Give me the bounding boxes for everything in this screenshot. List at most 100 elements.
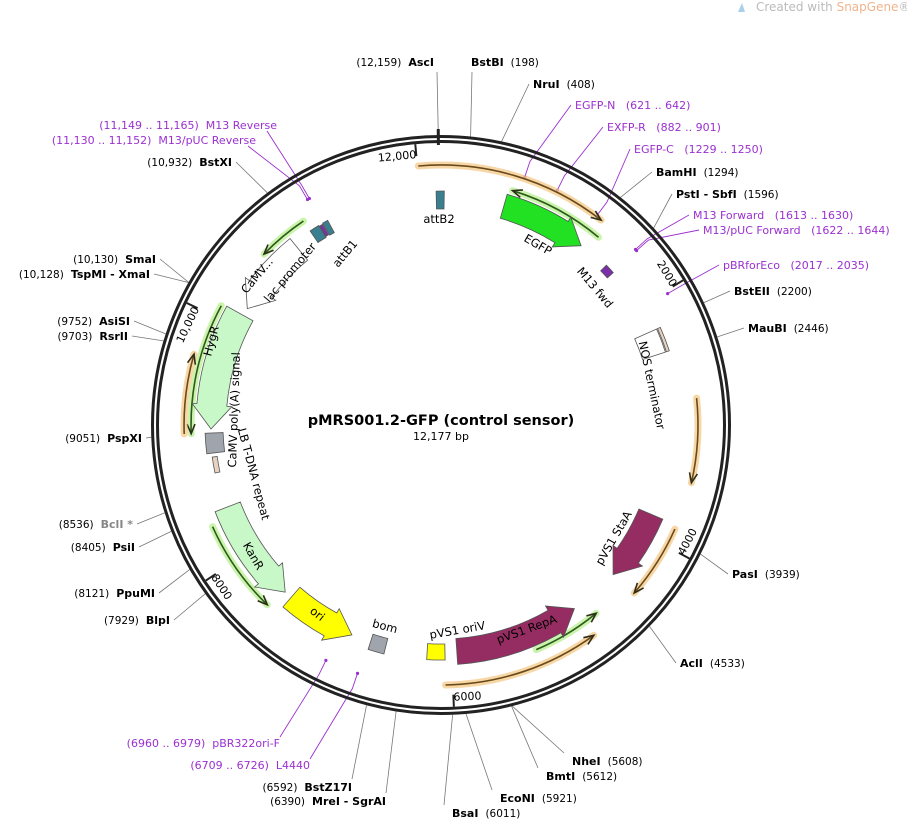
feature-attB1-inner[interactable] — [319, 223, 330, 237]
arrowhead-icon — [262, 244, 274, 256]
enzyme-site-label[interactable]: (9703) RsrII — [57, 330, 128, 343]
tick-mark — [205, 573, 217, 582]
tick-label: 12,000 — [377, 148, 417, 164]
feature-attB2[interactable] — [435, 190, 445, 210]
arrowhead-icon — [590, 210, 603, 222]
orf-arrow[interactable] — [418, 164, 602, 221]
primer-label[interactable]: (11,149 .. 11,165) M13 Reverse — [99, 119, 277, 132]
primer-label[interactable]: EGFP-N (621 .. 642) — [575, 99, 690, 112]
enzyme-site-label[interactable]: (10,128) TspMI - XmaI — [19, 268, 150, 281]
enzyme-leader-line — [145, 436, 152, 439]
enzyme-leader-line — [465, 713, 493, 791]
enzyme-site-label[interactable]: BsaI (6011) — [452, 807, 520, 820]
enzyme-site-label[interactable]: BamHI (1294) — [656, 166, 739, 179]
tick-label: 10,000 — [174, 305, 202, 345]
enzyme-site-label[interactable]: PasI (3939) — [732, 568, 800, 581]
feature-KanR[interactable] — [214, 501, 286, 593]
primer-label[interactable]: EXFP-R (882 .. 901) — [607, 121, 721, 134]
feature-CaMV-promoter[interactable] — [244, 237, 309, 310]
enzyme-site-label[interactable]: AclI (4533) — [680, 657, 745, 670]
orf-arrow[interactable] — [183, 353, 195, 435]
primer-leader-line — [597, 148, 631, 216]
feature-NOS-terminator[interactable] — [634, 328, 666, 361]
tick-mark — [414, 144, 418, 157]
feature-attB1-b[interactable] — [322, 219, 335, 236]
feature-M13-fwd[interactable] — [600, 264, 614, 279]
enzyme-leader-line — [511, 706, 539, 769]
feature-label[interactable]: NOS terminator — [636, 340, 668, 431]
enzyme-leader-line — [235, 161, 268, 194]
enzyme-site-label[interactable]: (10,932) BstXI — [147, 156, 232, 169]
enzyme-site-label[interactable]: MauBI (2446) — [748, 322, 829, 335]
enzyme-site-label[interactable]: (7929) BlpI — [104, 614, 170, 627]
enzyme-site-label[interactable]: (10,130) SmaI — [73, 253, 156, 266]
primer-label[interactable]: EGFP-C (1229 .. 1250) — [634, 143, 763, 156]
arrowhead-icon — [586, 612, 598, 623]
feature-CaMV-polyA[interactable] — [204, 432, 226, 455]
enzyme-leader-line — [351, 705, 367, 780]
enzyme-site-label[interactable]: NruI (408) — [533, 78, 595, 91]
enzyme-leader-line — [501, 83, 530, 142]
orf-arrow[interactable] — [211, 526, 268, 606]
enzyme-site-label[interactable]: (9051) PspXI — [65, 432, 142, 445]
tick-label: 4000 — [675, 526, 700, 557]
enzyme-site-label[interactable]: NheI (5608) — [572, 755, 643, 768]
orf-arrow[interactable] — [535, 612, 597, 651]
arrowhead-icon — [257, 594, 269, 607]
primer-leader-line — [247, 145, 308, 200]
snapgene-logo-icon — [738, 3, 745, 12]
enzyme-leader-line — [136, 512, 165, 525]
tick-mark — [186, 302, 199, 310]
enzyme-site-label[interactable]: (12,159) AscI — [356, 56, 434, 69]
primer-leader-line — [524, 104, 572, 177]
feature-pVS1-RepA[interactable] — [455, 605, 575, 665]
orf-arrow[interactable] — [512, 189, 600, 238]
feature-label[interactable]: attB2 — [423, 212, 454, 226]
primer-label[interactable]: M13/pUC Forward (1622 .. 1644) — [703, 224, 890, 237]
arrowhead-icon — [632, 582, 644, 595]
primer-label[interactable]: (6709 .. 6726) L4440 — [190, 759, 310, 772]
plasmid-name: pMRS001.2-GFP (control sensor) — [308, 413, 575, 429]
orf-arrow[interactable] — [445, 634, 595, 686]
feature-label[interactable]: bom — [371, 616, 399, 636]
enzyme-leader-line — [153, 273, 189, 283]
enzyme-site-label[interactable]: BstBI (198) — [471, 56, 539, 69]
feature-LB-T-DNA-repeat[interactable] — [211, 456, 221, 474]
enzyme-site-label[interactable]: BstEII (2200) — [734, 285, 812, 298]
primer-label[interactable]: (6960 .. 6979) pBR322ori-F — [127, 737, 280, 750]
orf-arrow[interactable] — [190, 305, 223, 434]
feature-NOS-stripe[interactable] — [656, 326, 670, 353]
feature-ori[interactable] — [282, 586, 353, 641]
enzyme-site-label[interactable]: BmtI (5612) — [546, 770, 617, 783]
enzyme-site-label[interactable]: (6390) MreI - SgrAI — [270, 795, 386, 808]
enzyme-leader-line — [653, 193, 673, 229]
enzyme-site-label[interactable]: (8536) BclI * — [59, 518, 134, 531]
arrowhead-icon — [510, 189, 523, 199]
orf-arrow[interactable] — [633, 528, 676, 594]
primer-binding-mark — [324, 658, 328, 662]
feature-label[interactable]: CaMV poly(A) signal — [225, 352, 243, 468]
primer-label[interactable]: (11,130 .. 11,152) M13/pUC Reverse — [52, 134, 256, 147]
enzyme-site-label[interactable]: EcoNI (5921) — [500, 792, 577, 805]
feature-HygR[interactable] — [191, 305, 254, 430]
primer-label[interactable]: M13 Forward (1613 .. 1630) — [693, 209, 853, 222]
feature-pVS1-StaA[interactable] — [612, 508, 664, 576]
enzyme-site-label[interactable]: (9752) AsiSI — [57, 315, 130, 328]
enzyme-leader-line — [443, 714, 453, 806]
tick-label: 6000 — [453, 689, 482, 703]
primer-label[interactable]: pBRforEco (2017 .. 2035) — [723, 259, 869, 272]
feature-attB1[interactable] — [309, 224, 327, 244]
orf-arrow[interactable] — [690, 398, 699, 483]
watermark: Created with SnapGene® — [738, 0, 907, 14]
feature-label[interactable]: attB1 — [330, 237, 361, 270]
enzyme-site-label[interactable]: (6592) BstZ17I — [263, 781, 353, 794]
primer-binding-mark — [666, 291, 670, 296]
feature-bom[interactable] — [367, 633, 389, 655]
enzyme-site-label[interactable]: (8121) PpuMI — [74, 587, 155, 600]
enzyme-site-label[interactable]: PstI - SbfI (1596) — [676, 188, 779, 201]
primer-leader-line — [667, 264, 720, 294]
feature-pVS1-oriV[interactable] — [426, 643, 446, 661]
enzyme-site-label[interactable]: (8405) PsiI — [71, 541, 135, 554]
enzyme-leader-line — [511, 705, 565, 754]
feature-EGFP[interactable] — [499, 193, 582, 248]
